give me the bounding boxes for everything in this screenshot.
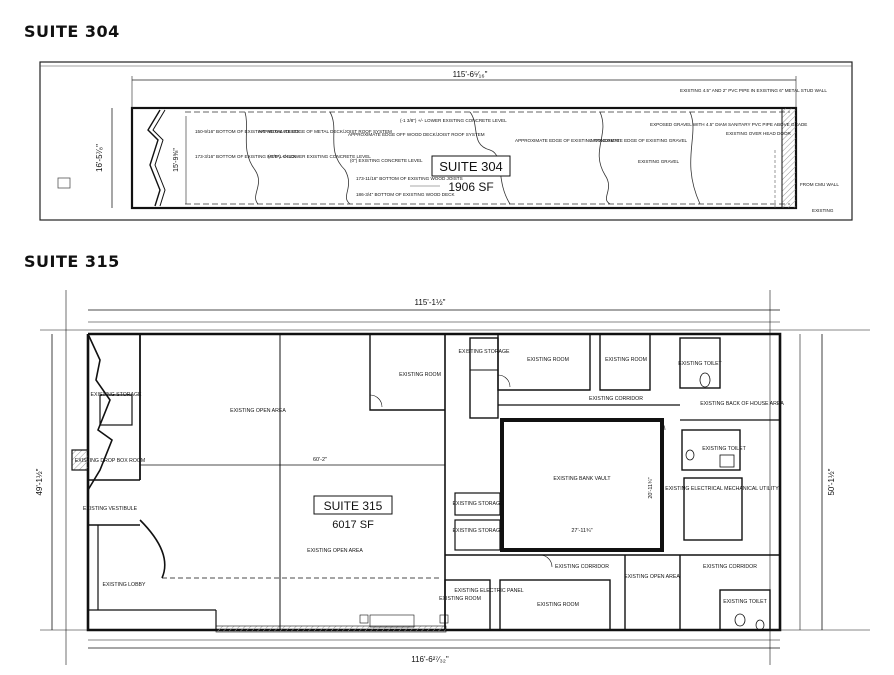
suite-304-height-dim: 16'-5⁷⁄₈" xyxy=(95,144,104,172)
suite-315-label-box xyxy=(313,495,393,515)
suite-304-frame xyxy=(39,61,853,221)
room-label: EXISTING ROOM xyxy=(439,596,481,602)
note-304: EXISTING xyxy=(812,208,834,213)
vault-height-dim: 20'-11¾" xyxy=(648,477,654,498)
room-label: EXISTING ROOM xyxy=(527,357,569,363)
room-label: EXISTING BACK OF HOUSE AREA xyxy=(700,401,784,407)
room-label: EXISTING OPEN AREA xyxy=(624,574,680,580)
note-304: (-7/8") +/- LOWER EXISTING CONCRETE LEVE… xyxy=(268,154,371,159)
room-label: EXISTING VESTIBULE xyxy=(83,506,138,512)
note-304: (-1 3/8") +/- LOWER EXISTING CONCRETE LE… xyxy=(400,118,507,123)
room-label: EXISTING TOILET xyxy=(678,361,722,367)
note-304: APPROXIMATE EDGE OF EXISTING GRAVEL xyxy=(590,138,688,143)
room-label: EXISTING DROP BOX ROOM xyxy=(75,458,146,464)
suite-304-label-box xyxy=(431,155,511,177)
note-304: EXISTING 4.5" AND 2" PVC PIPE IN EXISTIN… xyxy=(680,88,827,93)
suite-315-left-dim: 49'-1½" xyxy=(35,468,44,495)
room-label: EXISTING ROOM xyxy=(605,357,647,363)
note-304: EXISTING GRAVEL xyxy=(638,159,679,164)
room-label: EXISTING CORRIDOR xyxy=(555,564,609,570)
vault-width-dim: 27'-11¾" xyxy=(571,528,592,534)
note-304: APPROXIMATE EDGE OF METAL DECK/JOIST ROO… xyxy=(258,129,392,134)
note-304: 173-11/16" BOTTOM OF EXISTING WOOD JOIST… xyxy=(356,176,463,181)
note-304: EXPOSED GRAVEL WITH 4.5" DIAM SANITARY P… xyxy=(650,122,807,127)
note-304: 173-3/16" BOTTOM OF EXISTING METAL DECK xyxy=(195,154,297,159)
note-304: 186-3/4" BOTTOM OF EXISTING WOOD DECK xyxy=(356,192,455,197)
suite-315-heading: SUITE 315 xyxy=(24,252,120,271)
suite-315-bottom-dim: 116'-6²⁷⁄₃₂" xyxy=(411,655,449,664)
suite-315-width-dim: 115'-1½" xyxy=(415,298,446,307)
room-label: EXISTING OPEN AREA xyxy=(230,408,286,414)
room-label: EXISTING ELECTRIC PANEL xyxy=(454,588,523,594)
suite-304-heading: SUITE 304 xyxy=(24,22,120,41)
room-label: EXISTING ROOM xyxy=(399,372,441,378)
note-304: APPROXIMATE EDGE OF EXISTING CONCRETE xyxy=(515,138,620,143)
room-label: EXISTING ELECTRICAL MECHANICAL UTILITY xyxy=(665,486,779,492)
note-304: (0") EXISTING CONCRETE LEVEL xyxy=(350,158,423,163)
suite-315-right-dim: 50'-1½" xyxy=(827,468,836,495)
room-label: EXISTING TOILET xyxy=(723,599,767,605)
suite-304-inner-dim: 15'-9⅝" xyxy=(173,148,180,172)
suite-315-name: SUITE 315 xyxy=(324,499,383,513)
note-304: 150-9/16" BOTTOM OF EXISTING METAL JOIST… xyxy=(195,129,299,134)
suite-315-open-dim: 60'-2" xyxy=(313,457,327,463)
room-label: EXISTING BANK VAULT xyxy=(553,476,611,482)
room-label: EXISTING TOILET xyxy=(702,446,746,452)
note-304: APPROXIMATE EDGE OFF WOOD DECK/JOIST ROO… xyxy=(348,132,485,137)
room-label: EXISTING STORAGE xyxy=(453,501,504,507)
room-label: EXISTING STORAGE xyxy=(91,392,142,398)
suite-304-width-dim: 115'-6⁵⁄₁₆" xyxy=(453,70,488,79)
note-304: EXISTING OVER HEAD DOOR xyxy=(726,131,792,136)
suite-304-area: 1906 SF xyxy=(448,180,493,194)
room-label: EXISTING LOBBY xyxy=(103,582,146,588)
note-304: FROM CMU WALL xyxy=(800,182,839,187)
room-label: EXISTING STORAGE xyxy=(459,349,510,355)
suite-304-name: SUITE 304 xyxy=(439,159,503,174)
suite-315-area: 6017 SF xyxy=(332,519,374,531)
room-label: EXISTING CORRIDOR xyxy=(589,396,643,402)
suite-315-plan xyxy=(40,290,870,665)
suite-304-plan xyxy=(39,61,853,221)
room-label: EXISTING ROOM xyxy=(537,602,579,608)
room-label: EXISTING CORRIDOR xyxy=(703,564,757,570)
room-label: EXISTING OPEN AREA xyxy=(307,548,363,554)
room-label: EXISTING STORAGE xyxy=(453,528,504,534)
